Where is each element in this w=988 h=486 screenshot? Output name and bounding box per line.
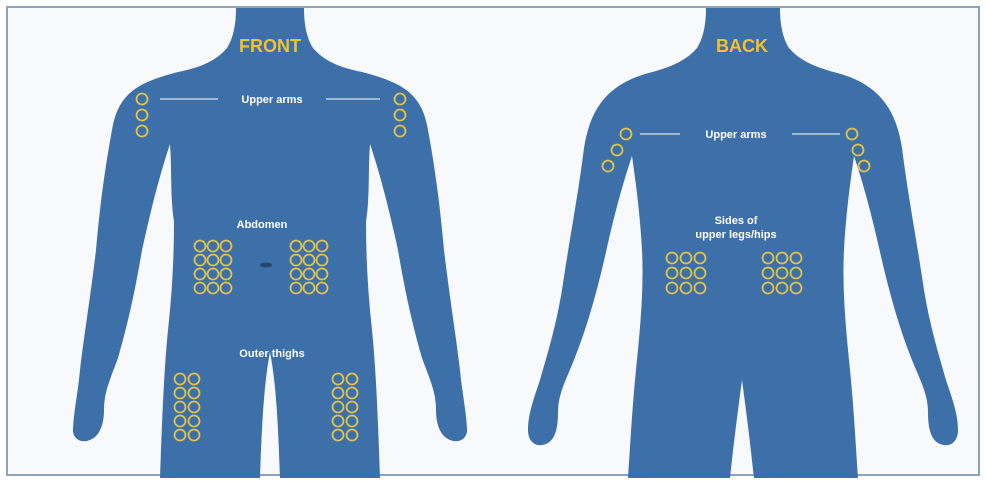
front-outer-thighs-label: Outer thighs (239, 348, 304, 360)
back-body-silhouette (528, 8, 958, 478)
front-upper-arms-label: Upper arms (241, 94, 302, 106)
back-sides-label-line1: Sides of (715, 215, 758, 227)
front-title: FRONT (239, 36, 301, 56)
back-upper-arms-label: Upper arms (705, 129, 766, 141)
back-title: BACK (716, 36, 768, 56)
navel-icon (260, 263, 272, 268)
back-body (528, 8, 958, 478)
back-sides-label-line2: upper legs/hips (695, 229, 776, 241)
front-body (73, 8, 467, 478)
front-body-silhouette (73, 8, 467, 478)
front-abdomen-label: Abdomen (237, 219, 288, 231)
